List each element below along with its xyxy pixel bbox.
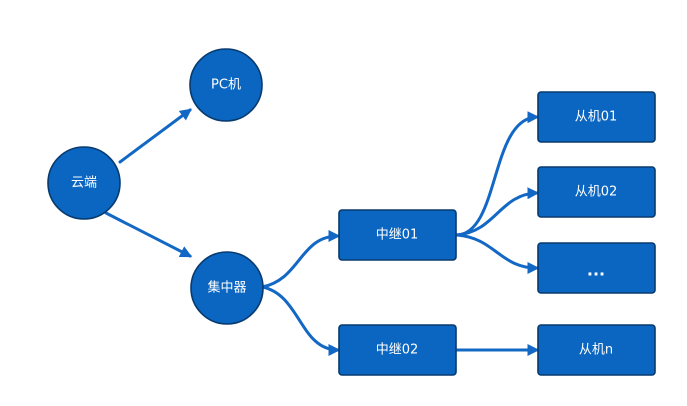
node-ellipsis: ... — [537, 242, 656, 294]
hub-label: 集中器 — [207, 280, 246, 296]
node-cloud: 云端 — [47, 146, 121, 220]
relay01-box — [338, 209, 457, 261]
cloud-label: 云端 — [71, 176, 97, 191]
hub-circle — [190, 251, 264, 325]
node-relay01: 中继01 — [338, 209, 457, 261]
edge-cloud-to-pc — [118, 108, 192, 164]
pc-label: PC机 — [211, 78, 241, 93]
edge-hub-to-relay01 — [260, 230, 341, 289]
node-hub: 集中器 — [190, 251, 264, 325]
edge-relay01-to-ellipsis — [455, 233, 540, 274]
relay01-label: 中继01 — [376, 228, 419, 243]
slave02-box — [537, 166, 656, 218]
pc-circle — [189, 48, 263, 122]
slave02-label: 从机02 — [575, 185, 618, 200]
ellipsis-box — [537, 242, 656, 294]
relay02-label: 中继02 — [376, 343, 419, 358]
slave01-box — [537, 91, 656, 143]
cloud-circle — [47, 146, 121, 220]
node-slave01: 从机01 — [537, 91, 656, 143]
node-slave02: 从机02 — [537, 166, 656, 218]
node-relay02: 中继02 — [338, 324, 457, 376]
relay02-box — [338, 324, 457, 376]
slave01-label: 从机01 — [575, 110, 618, 125]
edge-relay01-to-slave02 — [455, 187, 540, 237]
edge-relay01-to-slave01 — [455, 111, 540, 237]
node-slaven: 从机n — [537, 324, 656, 376]
slaven-box — [537, 324, 656, 376]
edge-cloud-to-hub — [104, 211, 193, 258]
slaven-label: 从机n — [579, 343, 613, 358]
edges — [104, 108, 540, 356]
node-pc: PC机 — [189, 48, 263, 122]
ellipsis-label: ... — [587, 261, 605, 280]
edge-hub-to-relay02 — [260, 285, 341, 356]
